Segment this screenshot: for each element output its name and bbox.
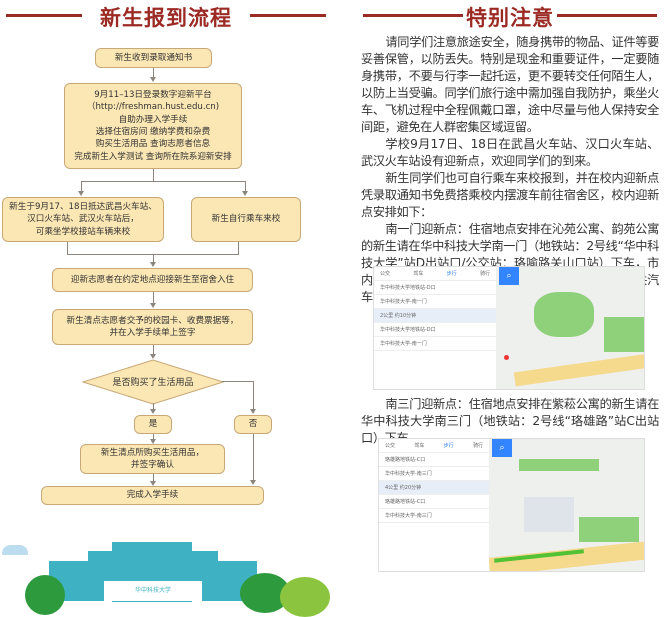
map-south-gate-3[interactable]: ⌕ 公交驾车步行骑行 珞雄路地铁站-C口华中科技大学-南三门 4公里 约20分钟… [378,438,645,572]
title-rule-left [6,14,82,17]
title-rule-right [250,14,326,17]
flow-step-check-items: 新生清点志愿者交予的校园卡、收费票据等，并在入学手续单上签字 [52,309,253,345]
map-search-icon[interactable]: ⌕ [499,267,519,285]
flow-branch-self-travel: 新生自行乘车来校 [191,197,301,242]
flow-title: 新生报到流程 [100,6,232,30]
title-rule-right [557,14,657,17]
university-logo: 华中科技大学 [104,581,202,601]
flow-step-check-purchases: 新生清点所购买生活用品，并签字确认 [80,444,225,474]
flow-decision-diamond [82,359,224,405]
flow-step-online-platform: 9月11–13日登录数字迎新平台（http://freshman.hust.ed… [64,83,242,169]
flow-decision-label: 是否购买了生活用品 [112,378,194,388]
notice-body: 请同学们注意旅途安全，随身携带的物品、证件等要妥善保管，以防丢失。特别是现金和重… [361,35,659,304]
flow-answer-no: 否 [234,415,272,434]
flow-step-volunteer-escort: 迎新志愿者在约定地点迎接新生至宿舍入住 [52,268,253,292]
map-south-gate-1[interactable]: ⌕ 公交驾车步行骑行 华中科技大学地铁站-D口华中科技大学-南一门 2公里 约1… [373,266,645,390]
campus-illustration: 华中科技大学 [0,542,333,617]
flow-answer-yes: 是 [134,415,172,434]
title-rule-left [363,14,463,17]
flow-branch-station-pickup: 新生于9月17、18日抵达武昌火车站、汉口火车站、武汉火车站后，可乘坐学校接站车… [2,197,164,242]
notice-title: 特别注意 [466,6,554,30]
flow-step-complete: 完成入学手续 [41,486,264,505]
flow-step-admission-notice: 新生收到录取通知书 [95,48,212,68]
map-search-icon[interactable]: ⌕ [492,439,512,457]
map-marker-icon [504,355,509,360]
notice-south-gate-3: 南三门迎新点：住宿地点安排在紫菘公寓的新生请在华中科技大学南三门（地铁站：2号线… [361,397,659,445]
